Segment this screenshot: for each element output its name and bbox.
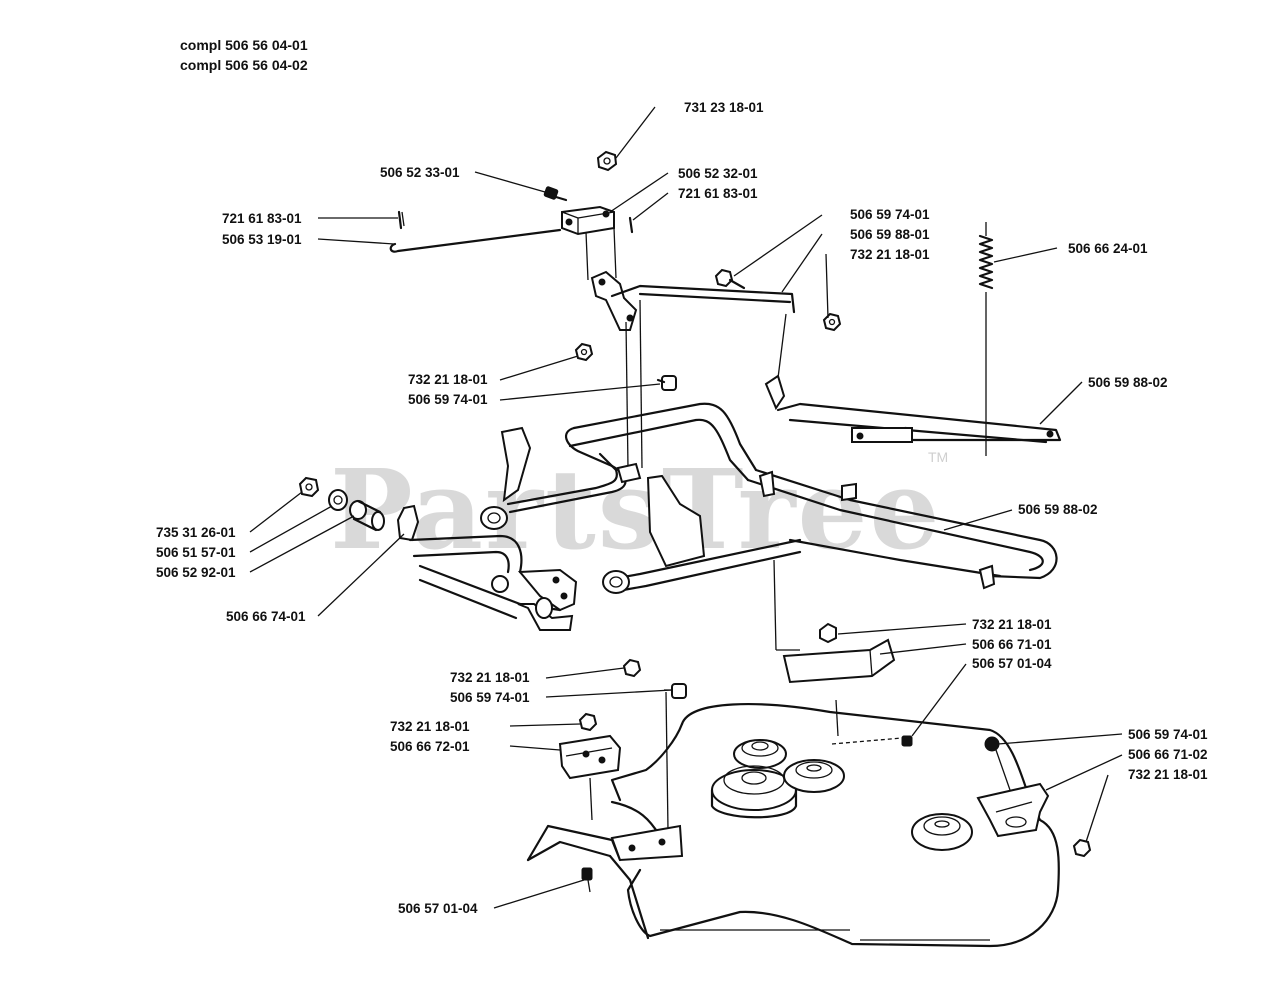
- deck-bracket-right-2: [976, 782, 1050, 838]
- bolt-upper: [714, 268, 746, 290]
- link-rod: [389, 228, 562, 253]
- front-lever: [396, 504, 578, 631]
- nut-deck-center: [622, 658, 642, 678]
- spring: [978, 222, 994, 456]
- label-part-24: 732 21 18-01: [390, 719, 470, 734]
- label-part-17: 506 52 92-01: [156, 565, 236, 580]
- nut-upper-right: [822, 312, 842, 332]
- label-part-22: 732 21 18-01: [450, 670, 530, 685]
- label-part-25: 506 66 72-01: [390, 739, 470, 754]
- label-part-15: 735 31 26-01: [156, 525, 236, 540]
- label-part-14: 506 59 88-02: [1018, 502, 1098, 517]
- bolt-front: [581, 867, 593, 893]
- label-part-27: 506 66 71-02: [1128, 747, 1208, 762]
- bolt-top: [543, 186, 568, 202]
- nut-right-deck: [1072, 838, 1092, 858]
- frame-tab-center: [646, 474, 706, 568]
- cotter-pin-left: [397, 210, 405, 230]
- vertical-link: [585, 227, 638, 331]
- bracket-block: [561, 205, 615, 236]
- label-part-02: 506 52 33-01: [380, 165, 460, 180]
- nut-center: [574, 342, 594, 362]
- lift-arm-upper: [610, 284, 796, 469]
- bolt-deck-center: [664, 683, 687, 831]
- label-part-21: 506 57 01-04: [972, 656, 1052, 671]
- lift-arm-right: [764, 374, 1062, 444]
- cotter-pin-right: [628, 216, 634, 234]
- label-part-29: 506 57 01-04: [398, 901, 478, 916]
- label-part-11: 732 21 18-01: [408, 372, 488, 387]
- bushing-left: [349, 499, 385, 532]
- washer-left: [328, 489, 348, 511]
- tube-frame: [506, 402, 1058, 594]
- label-part-07: 506 59 74-01: [850, 207, 930, 222]
- label-part-04: 721 61 83-01: [678, 186, 758, 201]
- tube-end-center: [602, 570, 630, 594]
- pulley-center: [783, 759, 845, 793]
- label-part-10: 506 66 24-01: [1068, 241, 1148, 256]
- pulley-right: [911, 813, 973, 851]
- watermark-tm: TM: [928, 449, 948, 465]
- pulley-left: [733, 739, 787, 769]
- label-part-28: 732 21 18-01: [1128, 767, 1208, 782]
- frame-tab-small: [616, 462, 996, 590]
- deck-bracket-left: [558, 734, 622, 821]
- label-part-13: 506 59 88-02: [1088, 375, 1168, 390]
- bolt-center: [656, 375, 677, 391]
- frame-tab-left: [500, 426, 532, 503]
- label-part-26: 506 59 74-01: [1128, 727, 1208, 742]
- label-part-05: 721 61 83-01: [222, 211, 302, 226]
- label-part-03: 506 52 32-01: [678, 166, 758, 181]
- label-part-19: 732 21 18-01: [972, 617, 1052, 632]
- deck-flap: [610, 824, 684, 862]
- assembly-number-2: compl 506 56 04-02: [180, 57, 308, 73]
- nut-deck-left: [578, 712, 598, 732]
- leader-lines: [249, 106, 1123, 909]
- label-part-12: 506 59 74-01: [408, 392, 488, 407]
- label-part-09: 732 21 18-01: [850, 247, 930, 262]
- nut-left: [298, 476, 320, 498]
- nut-top: [596, 150, 618, 172]
- label-part-01: 731 23 18-01: [684, 100, 764, 115]
- label-part-08: 506 59 88-01: [850, 227, 930, 242]
- label-part-06: 506 53 19-01: [222, 232, 302, 247]
- label-part-20: 506 66 71-01: [972, 637, 1052, 652]
- pulley-main: [710, 765, 798, 819]
- label-part-23: 506 59 74-01: [450, 690, 530, 705]
- part-labels: 731 23 18-01 506 52 33-01 506 52 32-01 7…: [156, 100, 1208, 916]
- assembly-number-1: compl 506 56 04-01: [180, 37, 308, 53]
- label-part-16: 506 51 57-01: [156, 545, 236, 560]
- bolt-deck-right: [831, 699, 913, 747]
- tube-end-left: [480, 506, 508, 530]
- deck-bracket-right: [773, 559, 896, 684]
- label-part-18: 506 66 74-01: [226, 609, 306, 624]
